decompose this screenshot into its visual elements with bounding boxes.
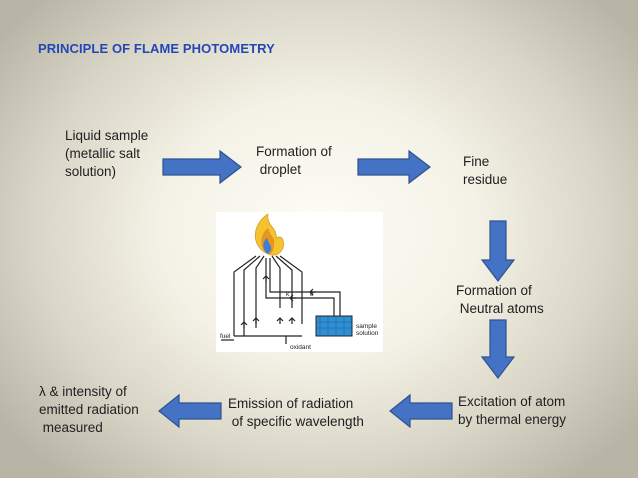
step-emission-of-radiation: Emission of radiation of specific wavele… [228,396,364,429]
arrow-left-2 [158,393,222,429]
sample-label-line2: solution [356,330,379,337]
arrow-right-2 [357,149,431,185]
step-measured: λ & intensity of emitted radiation measu… [39,384,139,435]
k-label: k [286,291,290,298]
slide-title: PRINCIPLE OF FLAME PHOTOMETRY [38,41,275,56]
step-neutral-atoms: Formation of Neutral atoms [456,283,544,316]
arrow-left-1 [389,393,453,429]
fuel-label: fuel [220,333,231,340]
step-fine-residue: Fine residue [463,154,508,187]
sample-label-line1: sample [356,323,377,330]
step-formation-of-droplet: Formation of droplet [256,144,332,177]
step-liquid-sample: Liquid sample (metallic salt solution) [65,128,149,179]
burner-figure: fuel oxidant sample solution k e [216,212,383,352]
arrow-down-2 [480,319,516,379]
oxidant-label: oxidant [290,344,311,351]
e-label: e [310,291,314,298]
sample-container [315,315,353,337]
arrow-down-1 [480,220,516,282]
step-excitation-of-atom: Excitation of atom by thermal energy [458,394,567,427]
flame-burner-illustration: fuel oxidant sample solution k e [220,213,379,351]
arrow-right-1 [162,149,242,185]
sample-solution-label: sample solution [356,323,379,337]
